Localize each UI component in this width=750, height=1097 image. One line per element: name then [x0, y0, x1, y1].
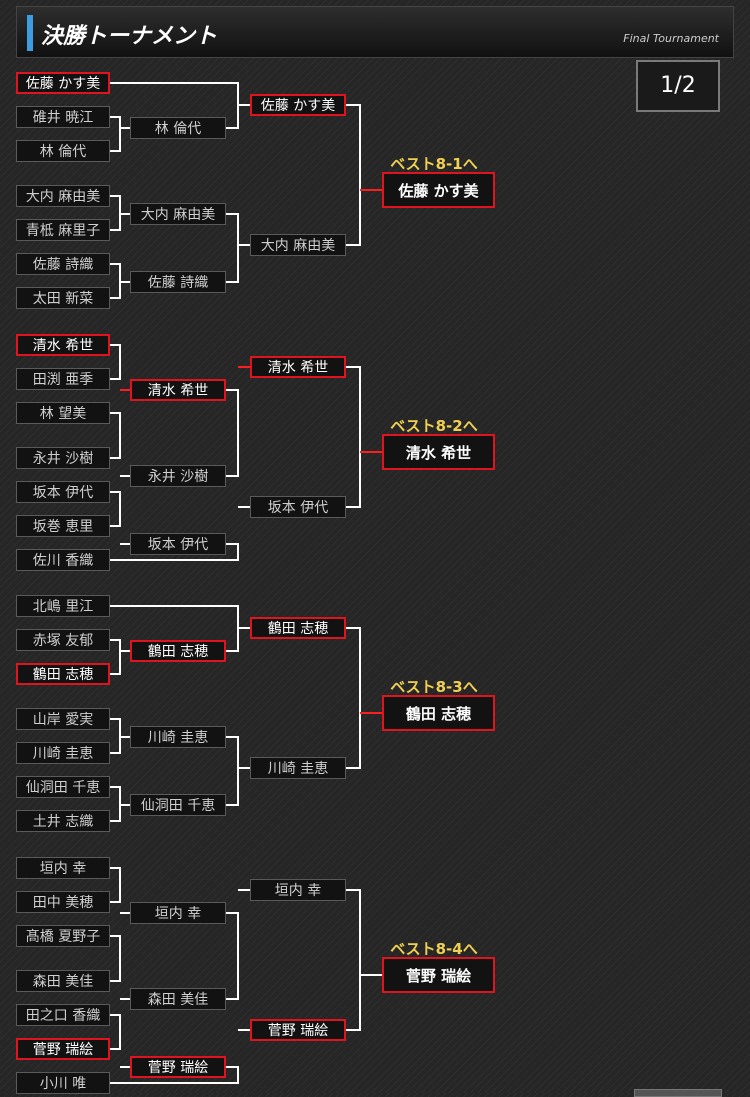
player-slot[interactable]: 清水 希世 [16, 334, 110, 356]
bracket-connector [110, 263, 121, 299]
round2-slot[interactable]: 林 倫代 [130, 117, 226, 139]
bracket-connector [226, 389, 239, 477]
round2-slot[interactable]: 森田 美佳 [130, 988, 226, 1010]
player-slot[interactable]: 太田 新菜 [16, 287, 110, 309]
best8-winner[interactable]: 佐藤 かす美 [382, 172, 495, 208]
bracket-connector [110, 605, 250, 629]
best8-winner[interactable]: 鶴田 志穂 [382, 695, 495, 731]
player-slot[interactable]: 碓井 暁江 [16, 106, 110, 128]
player-slot[interactable]: 大内 麻由美 [16, 185, 110, 207]
round2-slot[interactable]: 菅野 瑞絵 [130, 1056, 226, 1078]
player-slot[interactable]: 佐川 香織 [16, 549, 110, 571]
best8-winner[interactable]: 清水 希世 [382, 434, 495, 470]
round3-slot[interactable]: 大内 麻由美 [250, 234, 346, 256]
best8-label: ベスト8-4へ [390, 940, 478, 958]
best8-label: ベスト8-3へ [390, 678, 478, 696]
round2-slot[interactable]: 垣内 幸 [130, 902, 226, 924]
bracket-connector [226, 105, 239, 129]
player-slot[interactable]: 小川 唯 [16, 1072, 110, 1094]
bracket-connector [346, 889, 361, 1031]
round2-slot[interactable]: 永井 沙樹 [130, 465, 226, 487]
bracket-connector [110, 1066, 239, 1084]
bracket-connector [226, 912, 239, 1000]
bracket-connector [110, 491, 121, 527]
player-slot[interactable]: 北嶋 里江 [16, 595, 110, 617]
round3-slot[interactable]: 垣内 幸 [250, 879, 346, 901]
bracket-connector [226, 736, 239, 806]
player-slot[interactable]: 坂本 伊代 [16, 481, 110, 503]
player-slot[interactable]: 鶴田 志穂 [16, 663, 110, 685]
round3-slot[interactable]: 川崎 圭恵 [250, 757, 346, 779]
bracket-connector [346, 366, 361, 508]
player-slot[interactable]: 林 倫代 [16, 140, 110, 162]
round3-slot[interactable]: 佐藤 かす美 [250, 94, 346, 116]
bracket-connector [110, 116, 121, 152]
round2-slot[interactable]: 坂本 伊代 [130, 533, 226, 555]
bracket-connector [346, 104, 361, 246]
round2-slot[interactable]: 大内 麻由美 [130, 203, 226, 225]
player-slot[interactable]: 佐藤 かす美 [16, 72, 110, 94]
round3-slot[interactable]: 菅野 瑞絵 [250, 1019, 346, 1041]
bracket-connector [110, 543, 239, 561]
page-subtitle: Final Tournament [623, 32, 719, 45]
round3-slot[interactable]: 坂本 伊代 [250, 496, 346, 518]
player-slot[interactable]: 青柢 麻里子 [16, 219, 110, 241]
bracket-connector [110, 639, 121, 675]
bracket-connector [226, 628, 239, 652]
player-slot[interactable]: 永井 沙樹 [16, 447, 110, 469]
header-accent-bar [27, 15, 33, 51]
round3-slot[interactable]: 清水 希世 [250, 356, 346, 378]
page-title: 決勝トーナメント [41, 24, 218, 49]
player-slot[interactable]: 森田 美佳 [16, 970, 110, 992]
player-slot[interactable]: 垣内 幸 [16, 857, 110, 879]
bracket-connector [110, 935, 121, 982]
player-slot[interactable]: 仙洞田 千恵 [16, 776, 110, 798]
round2-slot[interactable]: 鶴田 志穂 [130, 640, 226, 662]
best8-winner[interactable]: 菅野 瑞絵 [382, 957, 495, 993]
player-slot[interactable]: 赤塚 友郁 [16, 629, 110, 651]
page-header: 決勝トーナメント Final Tournament [16, 6, 734, 58]
player-slot[interactable]: 土井 志織 [16, 810, 110, 832]
player-slot[interactable]: 髙橋 夏野子 [16, 925, 110, 947]
round3-slot[interactable]: 鶴田 志穂 [250, 617, 346, 639]
round2-slot[interactable]: 清水 希世 [130, 379, 226, 401]
player-slot[interactable]: 山岸 愛実 [16, 708, 110, 730]
page-indicator-button[interactable]: 1/2 [636, 60, 720, 112]
bracket-connector [110, 1014, 121, 1050]
player-slot[interactable]: 佐藤 詩織 [16, 253, 110, 275]
bracket-connector [110, 82, 250, 106]
round2-slot[interactable]: 仙洞田 千恵 [130, 794, 226, 816]
bracket-connector [110, 867, 121, 903]
player-slot[interactable]: 坂巻 恵里 [16, 515, 110, 537]
player-slot[interactable]: 田之口 香織 [16, 1004, 110, 1026]
bracket-connector [346, 627, 361, 769]
bracket-connector [110, 412, 121, 459]
player-slot[interactable]: 田渕 亜季 [16, 368, 110, 390]
player-slot[interactable]: 菅野 瑞絵 [16, 1038, 110, 1060]
round2-slot[interactable]: 川崎 圭恵 [130, 726, 226, 748]
bracket-connector [110, 786, 121, 822]
player-slot[interactable]: 林 望美 [16, 402, 110, 424]
player-slot[interactable]: 川崎 圭恵 [16, 742, 110, 764]
best8-label: ベスト8-2へ [390, 417, 478, 435]
bracket-connector [110, 344, 121, 380]
best8-label: ベスト8-1へ [390, 155, 478, 173]
bracket-connector [110, 195, 121, 231]
bracket-connector [110, 718, 121, 754]
round2-slot[interactable]: 佐藤 詩織 [130, 271, 226, 293]
player-slot[interactable]: 田中 美穂 [16, 891, 110, 913]
bracket-connector [226, 213, 239, 283]
